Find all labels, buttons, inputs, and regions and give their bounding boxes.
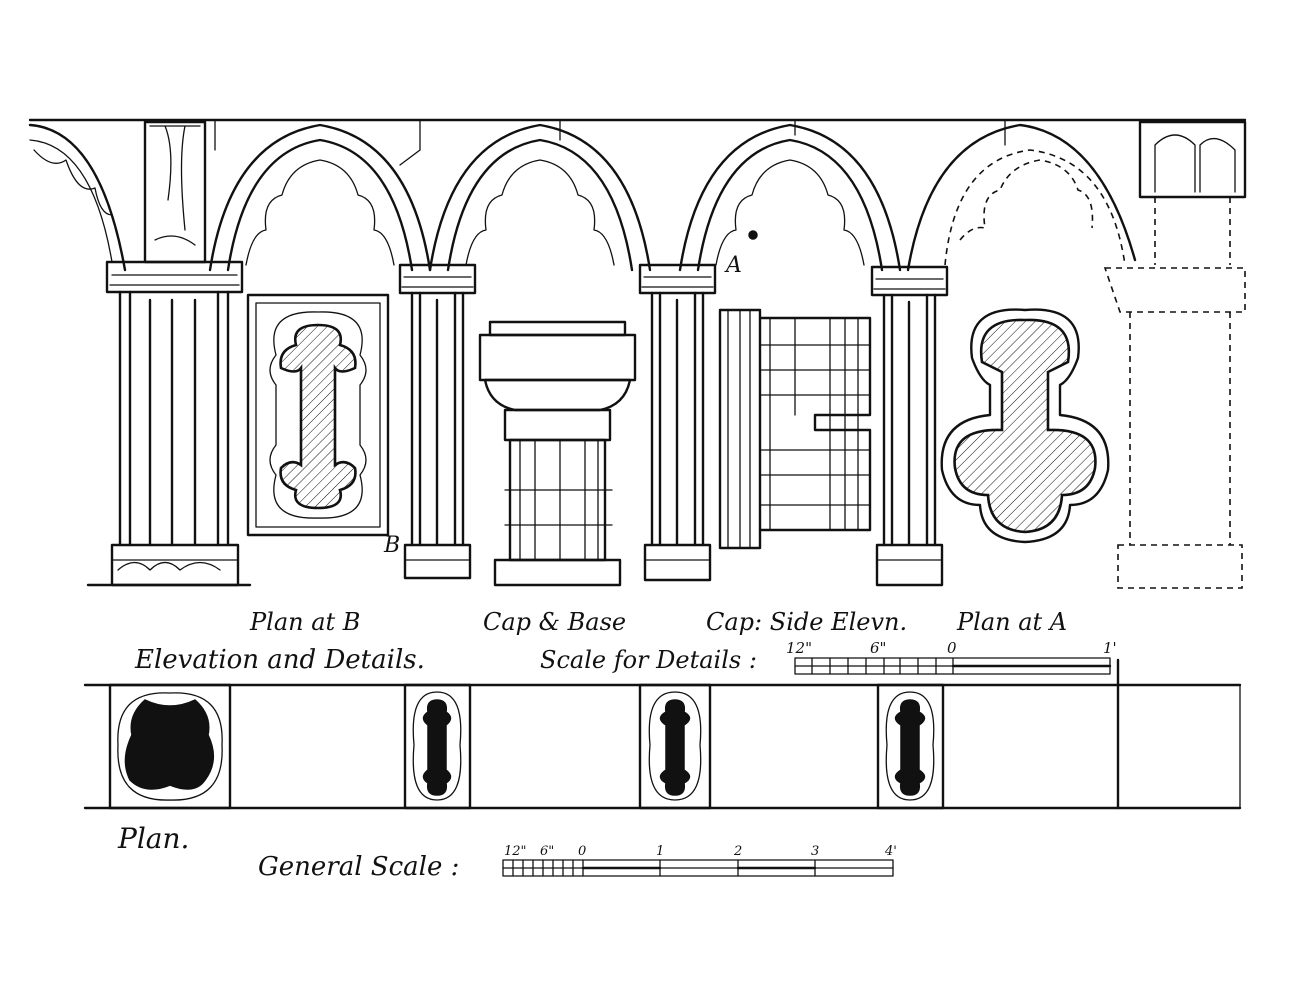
general-scale-tick-12in: 12" [504, 844, 527, 859]
carved-panel-right [1138, 120, 1247, 265]
column-1 [86, 260, 252, 587]
plan-at-a-detail [940, 308, 1110, 544]
arches [208, 123, 1137, 272]
column-5-dashed [1103, 267, 1246, 589]
plan-at-a-caption: Plan at A [956, 608, 1067, 636]
cap-side-elevation-caption: Cap: Side Elevn. [706, 608, 907, 636]
plan-pier-1 [108, 683, 232, 810]
mark-a-label: A [724, 253, 742, 278]
detail-scale-tick-6in: 6" [870, 639, 886, 657]
elevation-details-caption: Elevation and Details. [134, 645, 425, 675]
plan-caption: Plan. [117, 822, 189, 855]
general-scale-tick-3: 3 [811, 844, 819, 859]
plan-pier-2 [403, 683, 472, 810]
general-scale-tick-2: 2 [733, 844, 742, 859]
left-half-arch [28, 123, 127, 272]
arch-4-partial [906, 123, 1137, 272]
column-4 [870, 265, 949, 587]
plan-pier-4 [876, 683, 945, 810]
general-scale-tick-1: 1 [656, 844, 664, 859]
ground-plan [83, 658, 1242, 810]
mark-b-label: B [383, 533, 400, 558]
column-3 [638, 263, 717, 582]
cap-and-base-detail [478, 320, 637, 587]
general-scale-tick-0: 0 [578, 844, 586, 859]
arch-3 [678, 123, 902, 272]
column-2 [398, 263, 477, 580]
detail-scale-tick-12in: 12" [786, 639, 812, 657]
arch-2 [428, 123, 652, 272]
plan-at-b-detail: B [246, 293, 400, 558]
section-mark-a-dot [748, 230, 758, 240]
plan-at-b-caption: Plan at B [249, 608, 360, 636]
detail-scale-tick-0: 0 [947, 639, 957, 657]
arcade-elevation: A [28, 118, 1247, 589]
general-scale-bar: 12" 6" 0 1 2 3 4' [502, 844, 897, 877]
general-scale-caption: General Scale : [258, 852, 459, 882]
general-scale-tick-4ft: 4' [884, 844, 897, 859]
cap-side-elevation-detail [718, 308, 872, 550]
carved-panel-left [143, 120, 207, 264]
plan-pier-3 [638, 683, 712, 810]
cap-base-caption: Cap & Base [483, 608, 626, 636]
detail-scale-tick-1ft: 1' [1103, 639, 1117, 657]
arch-1 [208, 123, 432, 272]
general-scale-tick-6in: 6" [540, 844, 554, 859]
detail-scale-bar: 12" 6" 0 1' [786, 639, 1117, 675]
scale-for-details-caption: Scale for Details : [540, 646, 757, 674]
